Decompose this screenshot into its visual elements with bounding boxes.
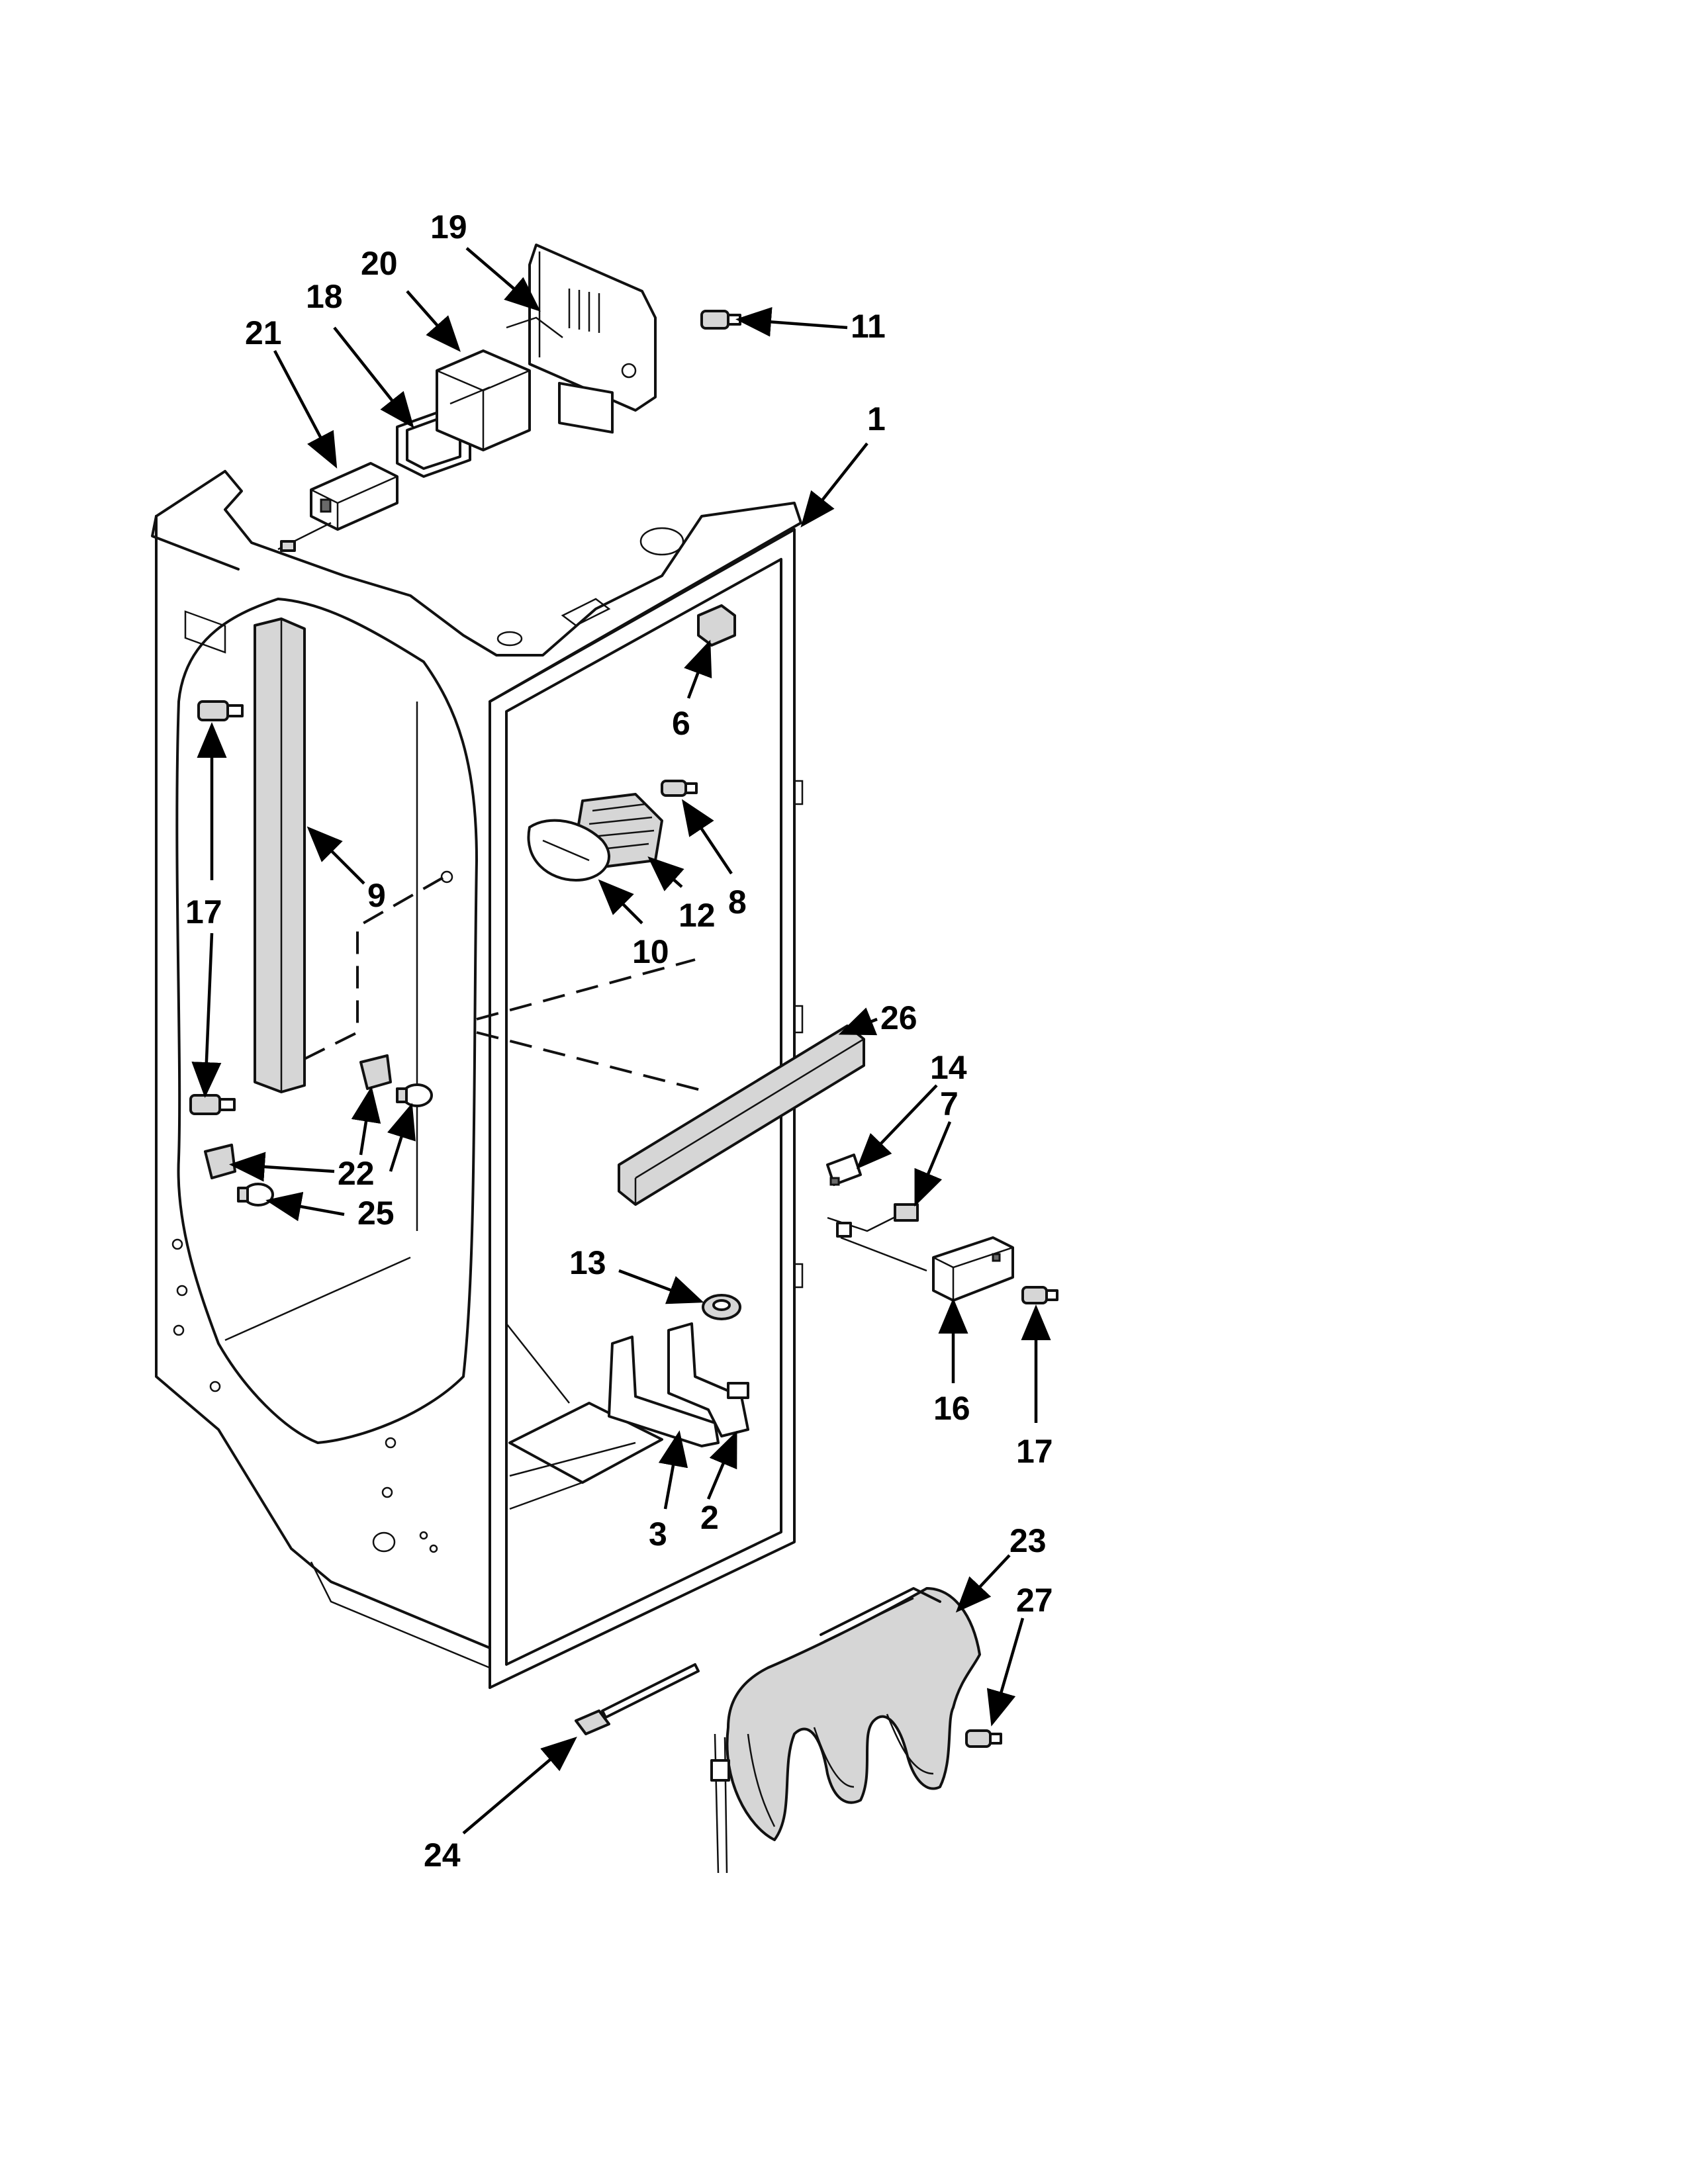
callout-19: 19 bbox=[430, 208, 467, 246]
callout-6: 6 bbox=[672, 705, 690, 742]
callout-25: 25 bbox=[357, 1195, 395, 1232]
screw-27 bbox=[965, 1729, 1002, 1748]
callout-12: 12 bbox=[679, 897, 716, 934]
screw-17-lower bbox=[189, 1094, 236, 1115]
callout-9: 9 bbox=[367, 877, 386, 914]
callout-17-right: 17 bbox=[1016, 1433, 1053, 1470]
callout-26: 26 bbox=[880, 999, 917, 1036]
callout-7: 7 bbox=[940, 1085, 959, 1122]
callout-18: 18 bbox=[306, 278, 343, 315]
cover-19 bbox=[506, 244, 657, 434]
callout-24: 24 bbox=[424, 1837, 461, 1874]
light-bulb-25-upper bbox=[396, 1083, 433, 1107]
switch-16 bbox=[932, 1236, 1014, 1302]
callout-8: 8 bbox=[728, 884, 747, 921]
control-housing-21 bbox=[277, 462, 399, 552]
bracket-2 bbox=[667, 1322, 749, 1437]
callout-11: 11 bbox=[851, 308, 886, 345]
callout-27: 27 bbox=[1016, 1582, 1053, 1619]
callout-1: 1 bbox=[867, 400, 886, 437]
screw-11 bbox=[700, 310, 741, 330]
screw-17-right bbox=[1021, 1286, 1058, 1304]
light-socket-22-lower bbox=[204, 1144, 236, 1179]
callout-14: 14 bbox=[930, 1049, 967, 1086]
callout-16: 16 bbox=[933, 1390, 970, 1427]
screw-17-upper bbox=[197, 700, 244, 721]
callout-23: 23 bbox=[1009, 1522, 1047, 1559]
callout-13: 13 bbox=[569, 1244, 606, 1281]
defrost-heater-23 bbox=[710, 1587, 981, 1874]
callout-3: 3 bbox=[649, 1516, 667, 1553]
light-socket-22-upper bbox=[359, 1054, 392, 1090]
cable-tie-24 bbox=[575, 1663, 700, 1735]
callout-21: 21 bbox=[245, 314, 282, 351]
shelf-ladder-bracket bbox=[254, 617, 453, 1093]
light-bulb-25-lower bbox=[237, 1183, 274, 1206]
gasket-18 bbox=[396, 409, 471, 478]
callout-22: 22 bbox=[338, 1155, 375, 1192]
wire-harness-7 bbox=[827, 1203, 927, 1272]
bracket-14 bbox=[826, 1154, 862, 1186]
callout-17-left: 17 bbox=[185, 893, 222, 931]
callout-20: 20 bbox=[361, 245, 398, 282]
clip-6 bbox=[697, 604, 736, 647]
callout-2: 2 bbox=[700, 1499, 719, 1536]
control-knob-10 bbox=[527, 819, 610, 882]
rail-26 bbox=[618, 1024, 865, 1206]
callout-10: 10 bbox=[632, 933, 669, 970]
refrigerator-liner bbox=[151, 470, 804, 1689]
housing-20 bbox=[436, 349, 531, 451]
leader-lines bbox=[191, 247, 1051, 1835]
callout-labels: 1 11 19 20 18 21 6 8 12 10 9 17 22 25 26… bbox=[185, 208, 1053, 1874]
grommet-13 bbox=[702, 1294, 741, 1320]
screw-8 bbox=[661, 780, 698, 797]
